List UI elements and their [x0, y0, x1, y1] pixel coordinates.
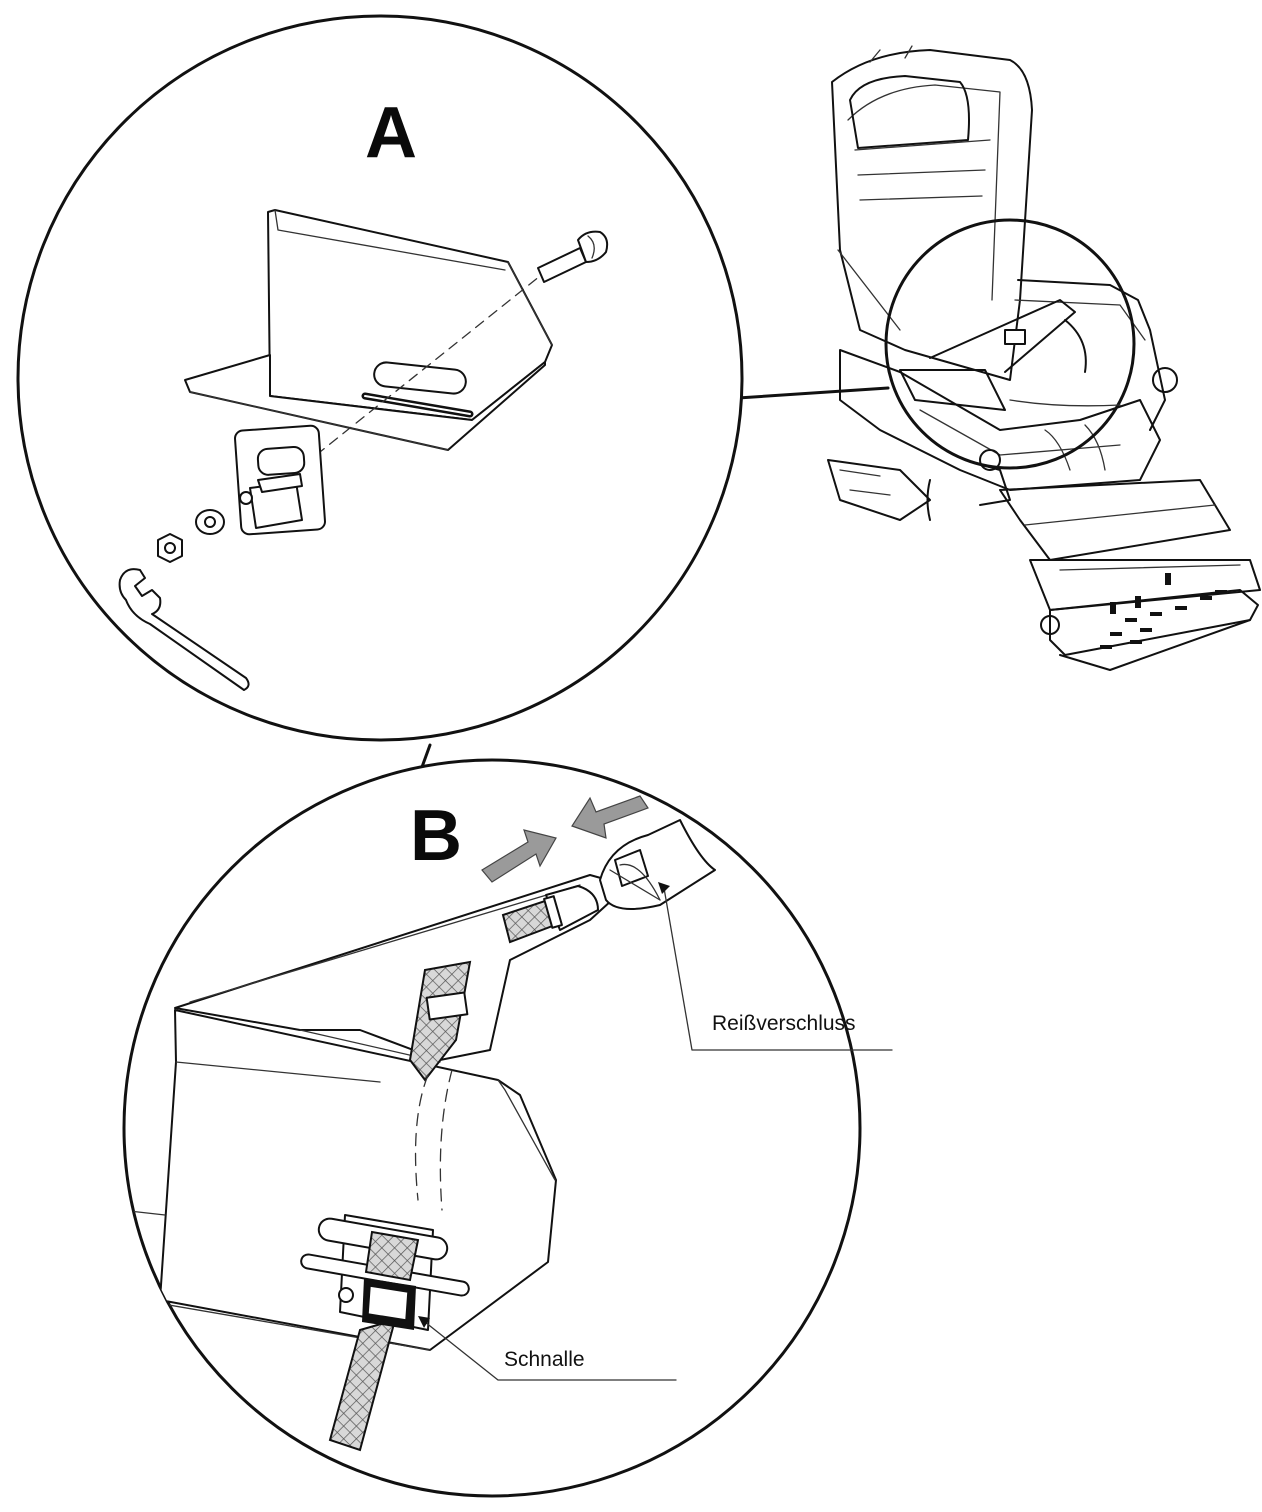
- cushion-body: [159, 1009, 557, 1351]
- detail-a: A: [16, 14, 744, 742]
- bracket-slot: [373, 361, 467, 395]
- buckle-plate: [234, 424, 326, 536]
- alignment-line: [249, 275, 541, 509]
- callout-buckle-text: Schnalle: [504, 1348, 585, 1371]
- detail-a-label: A: [365, 93, 417, 173]
- nut: [157, 533, 183, 563]
- washer: [195, 509, 225, 535]
- seat-detail-circle: [884, 218, 1136, 470]
- callout-buckle: Schnalle: [418, 1316, 677, 1381]
- connector-line-a: [736, 386, 890, 400]
- wrench: [118, 568, 250, 691]
- webbing-strap: [328, 960, 472, 1452]
- detail-b: B: [122, 758, 862, 1498]
- zipper-end: [599, 819, 716, 910]
- bolt: [537, 230, 609, 283]
- join-arrows: [481, 795, 649, 883]
- callout-zipper-text: Reißverschluss: [712, 1012, 856, 1035]
- detail-b-label: B: [410, 796, 462, 876]
- buckle-assembly: [300, 1214, 470, 1331]
- side-release-buckle: [501, 885, 599, 944]
- seat-overview: [827, 45, 1261, 671]
- callout-zipper: Reißverschluss: [658, 882, 893, 1051]
